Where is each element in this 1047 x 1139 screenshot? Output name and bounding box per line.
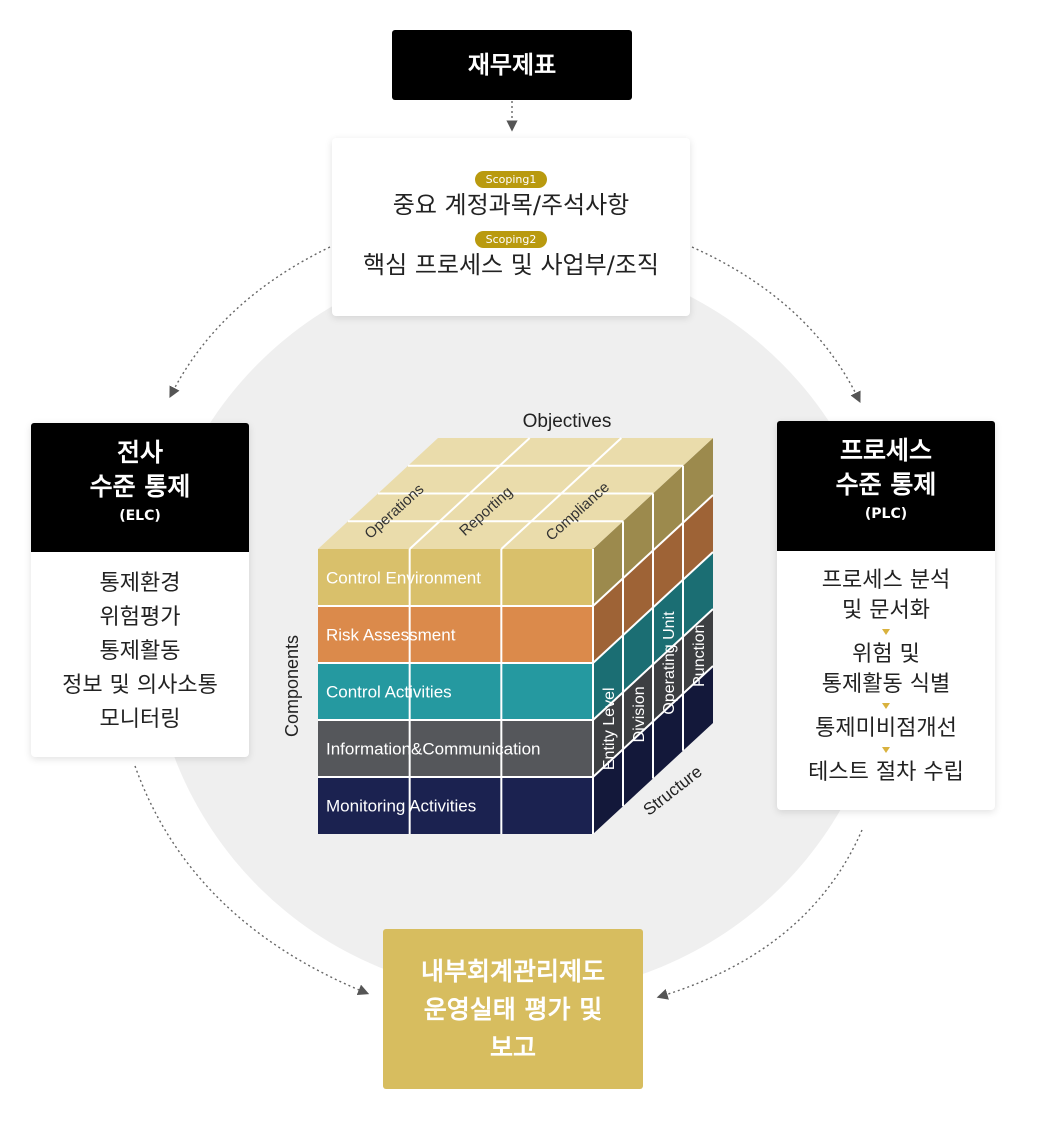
bottom-result-box: 내부회계관리제도 운영실태 평가 및 보고: [383, 929, 643, 1089]
arrow-scope-to-plc: [691, 246, 861, 404]
component-label: Control Environment: [326, 569, 481, 588]
top-title-box: 재무제표: [392, 30, 632, 100]
plc-step-text: 통제활동 식별: [821, 672, 951, 697]
component-row-3: [318, 663, 593, 720]
plc-abbr: (PLC): [864, 506, 908, 522]
elc-items: 통제환경 위험평가 통제활동 정보 및 의사소통 모니터링: [31, 552, 249, 757]
plc-card: 프로세스 수준 통제 (PLC) 프로세스 분석 및 문서화 위험 및 통제활동…: [777, 421, 995, 810]
plc-step-3: 통제미비점개선: [815, 716, 957, 741]
plc-step-4: 테스트 절차 수립: [808, 760, 964, 785]
plc-title-line2: 수준 통제: [835, 470, 937, 499]
plc-step-2: 위험 및 통제활동 식별: [777, 640, 995, 700]
scoping2-text: 핵심 프로세스 및 사업부/조직: [363, 251, 659, 279]
component-label: Monitoring Activities: [326, 797, 476, 816]
structure-level-label: Division: [631, 686, 648, 742]
down-arrow-icon: [882, 703, 890, 709]
plc-step-1: 프로세스 분석 및 문서화: [777, 566, 995, 626]
objectives-label: Objectives: [523, 411, 612, 432]
scoping1-text: 중요 계정과목/주석사항: [392, 191, 630, 219]
plc-steps: 프로세스 분석 및 문서화 위험 및 통제활동 식별 통제미비점개선 테스트 절…: [777, 551, 995, 810]
top-title: 재무제표: [467, 51, 557, 79]
elc-title-line1: 전사: [116, 438, 163, 467]
plc-step-text: 및 문서화: [842, 598, 930, 623]
elc-item: 통제활동: [99, 639, 181, 664]
plc-header: 프로세스 수준 통제 (PLC): [777, 421, 995, 551]
scoping-card: Scoping1 중요 계정과목/주석사항 Scoping2 핵심 프로세스 및…: [332, 138, 690, 316]
scoping2-badge: Scoping2: [474, 231, 548, 248]
plc-step-text: 프로세스 분석: [821, 568, 951, 593]
structure-level-label: Punction: [691, 625, 708, 687]
component-label: Control Activities: [326, 683, 452, 702]
component-row-4: [318, 720, 593, 777]
elc-item: 모니터링: [99, 707, 181, 732]
component-row-5: [318, 777, 593, 834]
component-label: Information&Communication: [326, 740, 540, 759]
down-arrow-icon: [882, 747, 890, 753]
elc-item: 정보 및 의사소통: [62, 673, 218, 698]
scoping1-badge: Scoping1: [474, 171, 548, 188]
plc-step-text: 위험 및: [852, 642, 920, 667]
elc-abbr: (ELC): [119, 508, 161, 524]
component-row-1: [318, 549, 593, 606]
structure-level-label: Entity Level: [601, 687, 618, 770]
component-row-2: [318, 606, 593, 663]
cube-grid-lines: [318, 437, 714, 834]
elc-item: 위험평가: [99, 605, 181, 630]
elc-title-line2: 수준 통제: [89, 472, 191, 501]
plc-title-line1: 프로세스: [839, 436, 932, 465]
bottom-line3: 보고: [489, 1033, 536, 1062]
structure-level-label: Operating Unit: [661, 611, 678, 715]
bottom-line1: 내부회계관리제도: [420, 957, 605, 986]
arrow-plc-to-bottom: [656, 829, 863, 1000]
components-label: Components: [282, 635, 302, 737]
down-arrow-icon: [882, 629, 890, 635]
elc-header: 전사 수준 통제 (ELC): [31, 423, 249, 552]
elc-item: 통제환경: [99, 571, 181, 596]
bottom-line2: 운영실태 평가 및: [423, 995, 603, 1024]
component-label: Risk Assessment: [326, 626, 456, 645]
elc-card: 전사 수준 통제 (ELC) 통제환경 위험평가 통제활동 정보 및 의사소통 …: [31, 423, 249, 757]
